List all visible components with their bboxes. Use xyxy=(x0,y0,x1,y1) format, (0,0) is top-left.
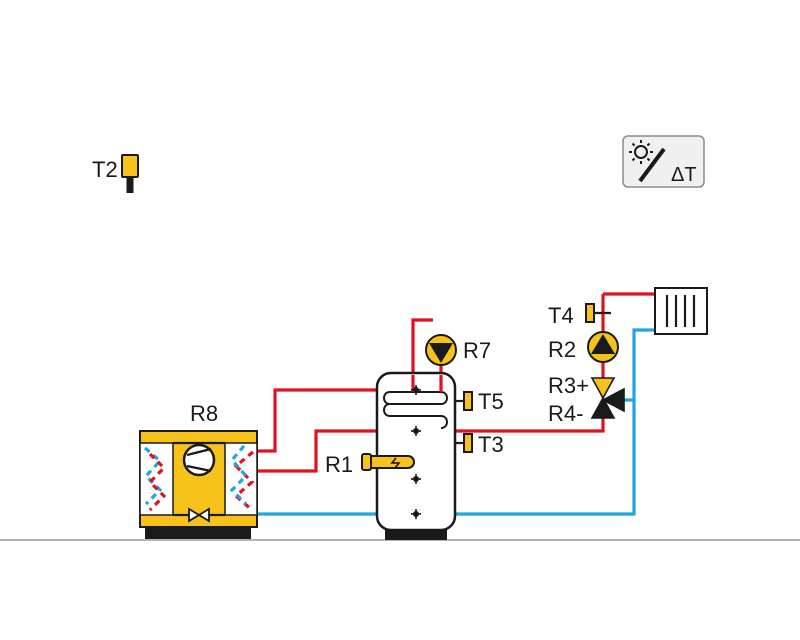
heat-pump-base xyxy=(145,527,251,539)
tank-body xyxy=(375,371,457,532)
label-r7: R7 xyxy=(463,338,491,363)
sensor-t5[interactable]: T5 xyxy=(455,389,504,414)
label-r4: R4- xyxy=(548,401,583,426)
solar-delta-t-icon[interactable]: ΔT xyxy=(622,135,705,188)
label-t5: T5 xyxy=(478,389,504,414)
heat-pump-icon[interactable]: R8 xyxy=(139,401,258,539)
outdoor-sensor-t2[interactable]: T2 xyxy=(92,154,139,193)
tank-coil xyxy=(383,391,448,429)
temperature-sensor-icon xyxy=(463,391,473,411)
label-delta-t: ΔT xyxy=(671,164,697,186)
storage-tank-icon[interactable] xyxy=(375,371,457,540)
expansion-valve-icon xyxy=(188,507,210,523)
tank-base xyxy=(385,529,447,540)
three-way-valve-icon[interactable]: R3+ R4- xyxy=(548,373,625,426)
temperature-sensor-icon xyxy=(463,433,473,453)
temperature-sensor-icon xyxy=(121,154,139,178)
label-t2: T2 xyxy=(92,157,118,182)
pump-r7[interactable]: R7 xyxy=(425,334,491,366)
label-r1: R1 xyxy=(325,452,353,477)
label-t4: T4 xyxy=(548,303,574,328)
electric-heater-icon[interactable]: R1 xyxy=(325,452,415,477)
radiator-icon[interactable] xyxy=(654,287,708,335)
sensor-t4[interactable]: T4 xyxy=(548,303,611,328)
label-t3: T3 xyxy=(478,432,504,457)
label-r2: R2 xyxy=(548,337,576,362)
pump-r2[interactable]: R2 xyxy=(548,331,619,363)
sensor-stem xyxy=(126,177,134,193)
temperature-sensor-icon xyxy=(585,303,595,323)
label-r3: R3+ xyxy=(548,373,589,398)
sensor-t3[interactable]: T3 xyxy=(455,432,504,457)
label-r8: R8 xyxy=(190,401,218,426)
